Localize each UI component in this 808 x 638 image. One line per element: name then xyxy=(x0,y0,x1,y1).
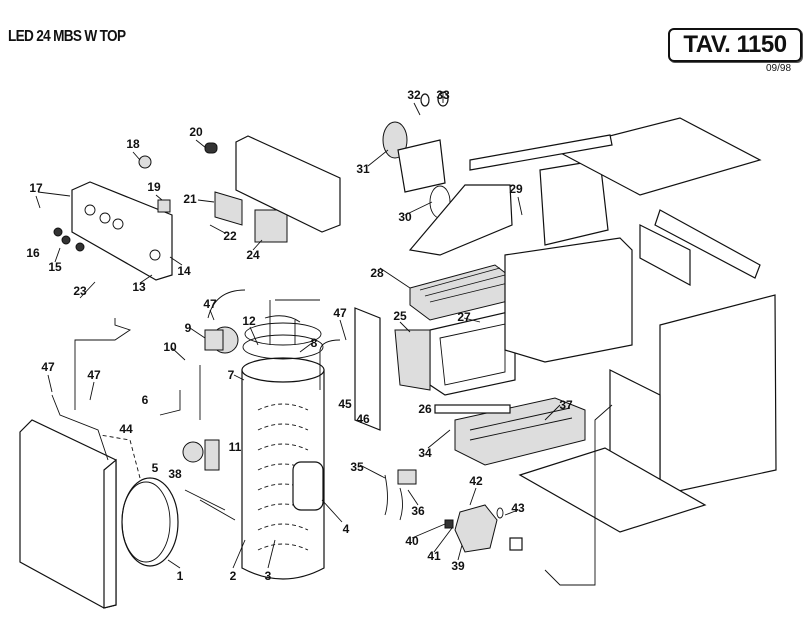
callout-32: 32 xyxy=(407,88,421,102)
fan-assembly xyxy=(382,91,513,256)
callout-26: 26 xyxy=(418,402,432,416)
callout-41: 41 xyxy=(427,549,441,563)
callout-47a: 47 xyxy=(203,297,217,311)
callout-45: 45 xyxy=(338,397,352,411)
callout-46: 46 xyxy=(356,412,370,426)
callout-20: 20 xyxy=(189,125,203,139)
callout-37: 37 xyxy=(559,398,573,412)
callout-18: 18 xyxy=(126,137,140,151)
callout-15: 15 xyxy=(48,260,62,274)
callout-14: 14 xyxy=(177,264,191,278)
callout-25: 25 xyxy=(393,309,407,323)
callout-6: 6 xyxy=(142,393,149,407)
callout-8: 8 xyxy=(311,336,318,350)
callout-34: 34 xyxy=(418,446,432,460)
callout-5: 5 xyxy=(152,461,159,475)
callout-4: 4 xyxy=(343,522,350,536)
callout-24: 24 xyxy=(246,248,260,262)
callout-17: 17 xyxy=(29,181,43,195)
callout-28: 28 xyxy=(370,266,384,280)
callout-11: 11 xyxy=(229,440,242,454)
callout-19: 19 xyxy=(147,180,161,194)
callout-43: 43 xyxy=(511,501,525,515)
model-title: LED 24 MBS W TOP xyxy=(8,28,126,45)
callout-31: 31 xyxy=(356,162,370,176)
boiler-frame xyxy=(469,117,777,586)
callout-22: 22 xyxy=(223,229,237,243)
callout-35: 35 xyxy=(350,460,364,474)
callout-23: 23 xyxy=(73,284,87,298)
front-cover-panel xyxy=(19,419,117,609)
callout-30: 30 xyxy=(398,210,412,224)
pump-and-pipework xyxy=(51,289,341,521)
callout-9: 9 xyxy=(185,321,192,335)
callout-44: 44 xyxy=(119,422,133,436)
callout-2: 2 xyxy=(230,569,237,583)
callout-42: 42 xyxy=(469,474,483,488)
callout-38: 38 xyxy=(168,467,182,481)
table-number-box: TAV. 1150 xyxy=(668,28,802,62)
callout-27: 27 xyxy=(457,310,471,324)
callout-12: 12 xyxy=(242,314,256,328)
control-panel xyxy=(53,135,341,281)
callout-3: 3 xyxy=(265,569,272,583)
callout-40: 40 xyxy=(405,534,419,548)
callout-47d: 47 xyxy=(87,368,101,382)
expansion-vessel xyxy=(99,434,179,567)
dhw-storage-tank xyxy=(241,300,325,580)
callout-21: 21 xyxy=(183,192,197,206)
gas-valve xyxy=(384,469,523,553)
leader-lines xyxy=(35,92,561,569)
callout-39: 39 xyxy=(451,559,465,573)
callout-36: 36 xyxy=(411,504,425,518)
callout-29: 29 xyxy=(509,182,523,196)
callout-13: 13 xyxy=(132,280,146,294)
revision-date: 09/98 xyxy=(766,63,792,74)
callout-16: 16 xyxy=(26,246,40,260)
callout-47c: 47 xyxy=(41,360,55,374)
callout-10: 10 xyxy=(163,340,177,354)
combustion-chamber xyxy=(354,307,516,431)
callout-1: 1 xyxy=(177,569,184,583)
callout-7: 7 xyxy=(228,368,235,382)
callout-47b: 47 xyxy=(333,306,347,320)
